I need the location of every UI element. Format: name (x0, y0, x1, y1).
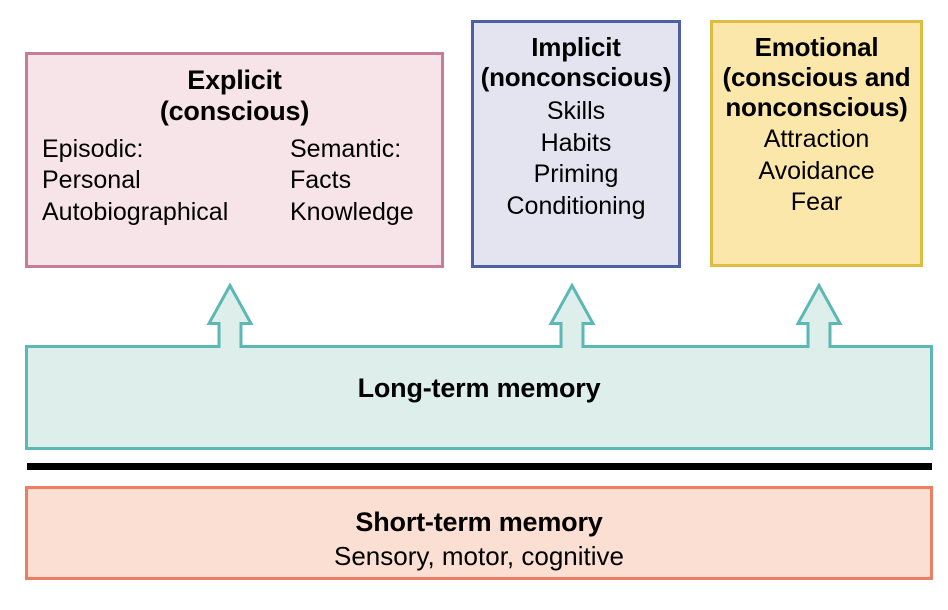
emotional-title: Emotional (conscious and nonconscious) (713, 32, 920, 122)
explicit-semantic-item-2: Knowledge (290, 197, 414, 226)
explicit-columns: Episodic: Personal Autobiographical Sema… (28, 134, 441, 229)
implicit-title-line1: Implicit (531, 32, 621, 62)
emotional-item-1: Attraction (763, 125, 870, 154)
implicit-title: Implicit (nonconscious) (474, 32, 678, 92)
emotional-memory-box: Emotional (conscious and nonconscious) A… (710, 20, 923, 267)
long-term-memory-box: Long-term memory (25, 283, 933, 450)
short-term-memory-subtitle: Sensory, motor, cognitive (334, 541, 624, 571)
explicit-episodic-item-2: Autobiographical (42, 197, 229, 226)
explicit-semantic-item-1: Facts (290, 166, 352, 195)
implicit-item-2: Habits (540, 128, 612, 157)
explicit-memory-box: Explicit (conscious) Episodic: Personal … (25, 52, 444, 268)
long-term-memory-shape-with-arrows (25, 283, 933, 450)
emotional-title-line3: nonconscious) (725, 92, 908, 123)
explicit-semantic-column: Semantic: Facts Knowledge (290, 134, 440, 229)
implicit-item-4: Conditioning (506, 191, 646, 220)
memory-divider-line (27, 463, 932, 470)
long-term-memory-label: Long-term memory (357, 373, 601, 403)
emotional-item-3: Fear (790, 188, 843, 217)
explicit-title-line1: Explicit (187, 65, 282, 95)
implicit-memory-box: Implicit (nonconscious) Skills Habits Pr… (471, 20, 681, 268)
implicit-title-line2: (nonconscious) (480, 62, 672, 93)
explicit-episodic-column: Episodic: Personal Autobiographical (42, 134, 290, 229)
explicit-title: Explicit (conscious) (28, 65, 441, 128)
implicit-item-list: Skills Habits Priming Conditioning (474, 96, 678, 222)
explicit-semantic-heading: Semantic: (290, 134, 402, 163)
emotional-item-list: Attraction Avoidance Fear (713, 124, 920, 219)
emotional-title-line2: (conscious and (722, 62, 911, 93)
explicit-title-line2: (conscious) (159, 96, 310, 127)
explicit-episodic-item-1: Personal (42, 166, 141, 195)
implicit-item-1: Skills (546, 97, 606, 126)
implicit-item-3: Priming (533, 160, 619, 189)
emotional-title-line1: Emotional (754, 32, 879, 62)
explicit-episodic-heading: Episodic: (42, 134, 144, 163)
short-term-memory-title: Short-term memory (355, 507, 603, 537)
emotional-item-2: Avoidance (758, 156, 875, 185)
short-term-memory-box: Short-term memory Sensory, motor, cognit… (25, 486, 933, 580)
